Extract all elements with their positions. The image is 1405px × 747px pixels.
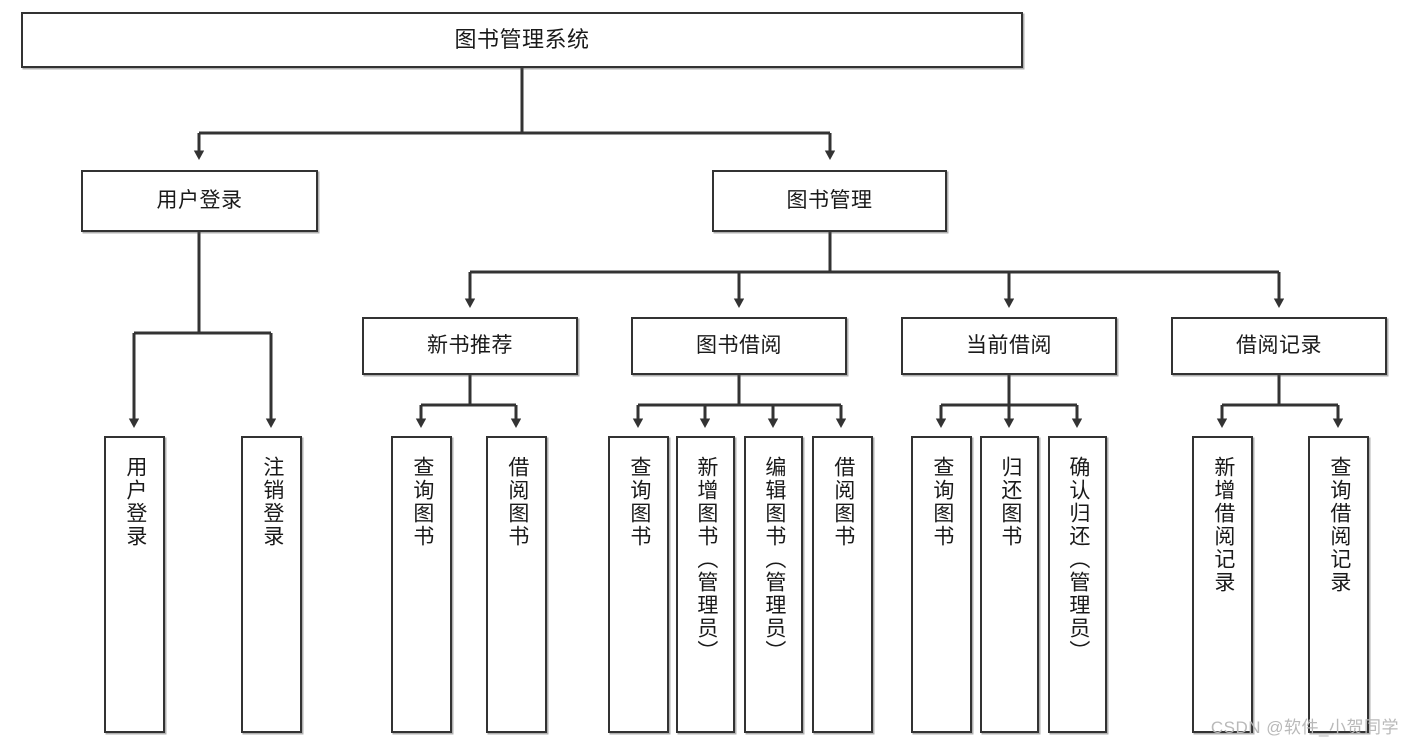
node-leaf-add-record[interactable]: 新增借阅记录 xyxy=(1192,436,1253,733)
node-book-manage[interactable]: 图书管理 xyxy=(712,170,947,232)
node-new-book-rec[interactable]: 新书推荐 xyxy=(362,317,578,375)
node-book-manage-label: 图书管理 xyxy=(786,189,873,213)
node-current-borrow-label: 当前借阅 xyxy=(966,334,1052,358)
node-leaf-query-record-label: 查询借阅记录 xyxy=(1327,456,1351,594)
node-book-borrow[interactable]: 图书借阅 xyxy=(631,317,847,375)
node-leaf-logout-label: 注销登录 xyxy=(260,456,284,548)
node-leaf-borrow-book-1-label: 借阅图书 xyxy=(505,456,529,548)
node-leaf-add-record-label: 新增借阅记录 xyxy=(1211,456,1235,594)
node-user-login[interactable]: 用户登录 xyxy=(81,170,318,232)
watermark: CSDN @软件_小贺同学 xyxy=(1210,718,1399,737)
node-leaf-query-book-1-label: 查询图书 xyxy=(410,456,434,548)
node-leaf-query-book-2-label: 查询图书 xyxy=(627,456,651,548)
node-book-borrow-label: 图书借阅 xyxy=(696,334,782,358)
node-leaf-query-book-3[interactable]: 查询图书 xyxy=(911,436,972,733)
node-leaf-borrow-book-2[interactable]: 借阅图书 xyxy=(812,436,873,733)
node-leaf-query-record[interactable]: 查询借阅记录 xyxy=(1308,436,1369,733)
node-user-login-label: 用户登录 xyxy=(156,189,243,213)
node-borrow-record[interactable]: 借阅记录 xyxy=(1171,317,1387,375)
node-leaf-return-book[interactable]: 归还图书 xyxy=(980,436,1039,733)
node-root[interactable]: 图书管理系统 xyxy=(21,12,1023,68)
node-leaf-confirm-return-label: 确认归还（管理员） xyxy=(1066,456,1090,663)
node-leaf-logout[interactable]: 注销登录 xyxy=(241,436,302,733)
node-leaf-borrow-book-2-label: 借阅图书 xyxy=(831,456,855,548)
node-leaf-borrow-book-1[interactable]: 借阅图书 xyxy=(486,436,547,733)
node-new-book-rec-label: 新书推荐 xyxy=(427,334,513,358)
node-root-label: 图书管理系统 xyxy=(454,26,590,52)
node-leaf-query-book-2[interactable]: 查询图书 xyxy=(608,436,669,733)
node-current-borrow[interactable]: 当前借阅 xyxy=(901,317,1117,375)
node-leaf-return-book-label: 归还图书 xyxy=(998,456,1022,548)
node-leaf-confirm-return[interactable]: 确认归还（管理员） xyxy=(1048,436,1107,733)
node-leaf-add-book-label: 新增图书（管理员） xyxy=(694,456,718,663)
node-borrow-record-label: 借阅记录 xyxy=(1236,334,1322,358)
node-leaf-add-book[interactable]: 新增图书（管理员） xyxy=(676,436,735,733)
node-leaf-query-book-1[interactable]: 查询图书 xyxy=(391,436,452,733)
node-leaf-query-book-3-label: 查询图书 xyxy=(930,456,954,548)
node-leaf-user-login-label: 用户登录 xyxy=(123,456,147,548)
node-leaf-user-login[interactable]: 用户登录 xyxy=(104,436,165,733)
node-leaf-edit-book[interactable]: 编辑图书（管理员） xyxy=(744,436,803,733)
node-leaf-edit-book-label: 编辑图书（管理员） xyxy=(762,456,786,663)
